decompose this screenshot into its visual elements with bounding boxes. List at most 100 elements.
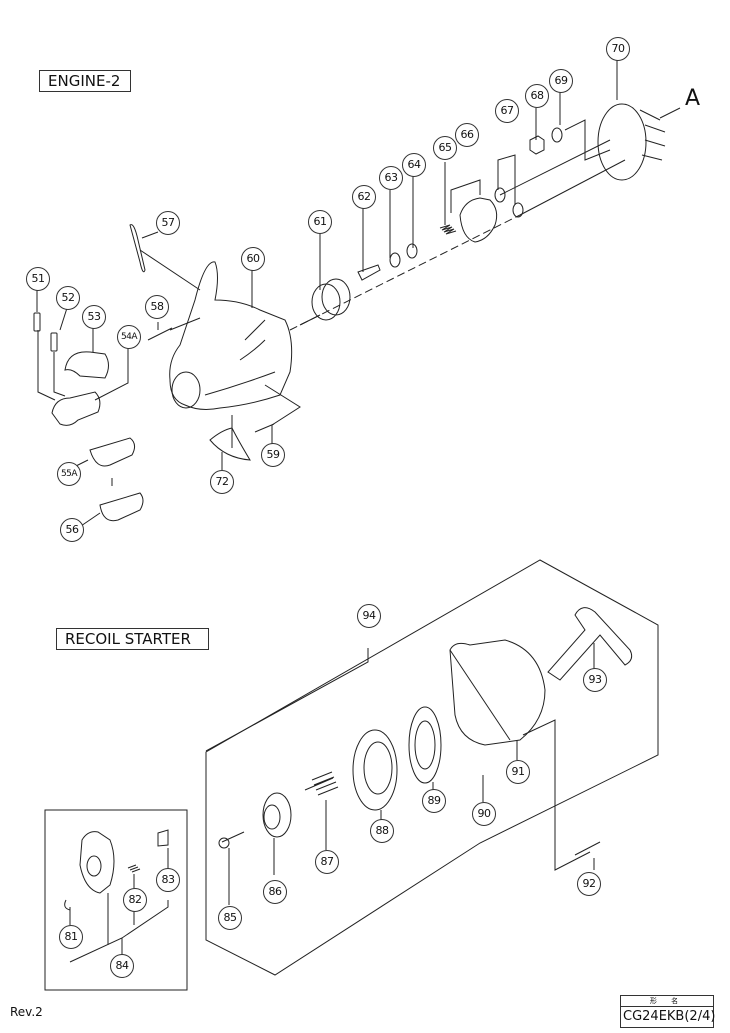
part-60-rib <box>205 372 275 395</box>
leader-57b <box>140 250 200 290</box>
callout-55a[interactable]: 55A <box>57 462 81 486</box>
part-70-flywheel <box>598 104 646 180</box>
part-53-sleeve <box>65 352 109 378</box>
part-62-bolt <box>358 265 380 280</box>
leader-67 <box>498 155 515 205</box>
callout-56[interactable]: 56 <box>60 518 84 542</box>
part-85-screw <box>222 832 244 842</box>
part-52-bolt <box>51 333 57 351</box>
part-60-rib2 <box>240 340 265 360</box>
part-57-gasket <box>130 225 145 272</box>
part-60-fan-housing <box>170 262 292 410</box>
part-starter-housing <box>450 640 545 745</box>
callout-52[interactable]: 52 <box>56 286 80 310</box>
leader-57 <box>142 232 158 238</box>
callout-91[interactable]: 91 <box>506 760 530 784</box>
part-69-washer <box>552 128 562 142</box>
callout-63[interactable]: 63 <box>379 166 403 190</box>
part-67-washer-b <box>513 203 523 217</box>
leader-a <box>660 108 680 118</box>
callout-64[interactable]: 64 <box>402 153 426 177</box>
callout-81[interactable]: 81 <box>59 925 83 949</box>
callout-84[interactable]: 84 <box>110 954 134 978</box>
part-68-nut <box>530 136 544 154</box>
revision-label: Rev.2 <box>10 1005 43 1019</box>
callout-90[interactable]: 90 <box>472 802 496 826</box>
callout-60[interactable]: 60 <box>241 247 265 271</box>
leader-94 <box>206 648 368 751</box>
callout-69[interactable]: 69 <box>549 69 573 93</box>
leader-51b <box>38 330 55 400</box>
part-65-spring <box>440 225 456 234</box>
callout-92[interactable]: 92 <box>577 872 601 896</box>
part-66-clutch-shoe <box>460 198 497 242</box>
callout-82[interactable]: 82 <box>123 888 147 912</box>
leader-52 <box>60 308 67 330</box>
part-89-spring <box>409 707 441 783</box>
section-title-engine: ENGINE-2 <box>39 70 131 92</box>
engine-axis <box>290 215 520 330</box>
callout-51[interactable]: 51 <box>26 267 50 291</box>
part-87-spring <box>305 772 338 795</box>
part-56 <box>100 493 143 521</box>
leader-59 <box>265 385 300 445</box>
part-60-rib3 <box>245 320 265 340</box>
callout-58[interactable]: 58 <box>145 295 169 319</box>
callout-83[interactable]: 83 <box>156 868 180 892</box>
part-84-pawl-holder <box>80 832 114 893</box>
part-55a <box>90 438 135 466</box>
leader-58b <box>170 318 200 330</box>
leader-69b <box>565 120 610 160</box>
callout-87[interactable]: 87 <box>315 850 339 874</box>
part-59-screw <box>255 424 274 432</box>
part-82-spring <box>128 865 140 872</box>
callout-67[interactable]: 67 <box>495 99 519 123</box>
assembly-94-outline <box>206 560 658 975</box>
callout-70[interactable]: 70 <box>606 37 630 61</box>
part-92-bolt <box>575 842 600 855</box>
callout-62[interactable]: 62 <box>352 185 376 209</box>
part-81-clip <box>65 900 70 910</box>
part-88-reel-inner <box>364 742 392 794</box>
callout-53[interactable]: 53 <box>82 305 106 329</box>
leader-66 <box>451 180 480 213</box>
part-93-handle <box>548 608 632 680</box>
callout-59[interactable]: 59 <box>261 443 285 467</box>
callout-94[interactable]: 94 <box>357 604 381 628</box>
part-86-ratchet-hub <box>264 805 280 829</box>
callout-93[interactable]: 93 <box>583 668 607 692</box>
axis-upper <box>500 140 610 195</box>
callout-54a[interactable]: 54A <box>117 325 141 349</box>
model-number: CG24EKB(2/4) <box>623 1009 716 1024</box>
part-51-bolt <box>34 313 40 331</box>
title-block-header: 形 名 <box>621 996 713 1007</box>
part-83 <box>158 830 168 846</box>
reference-marker-a: A <box>685 86 701 111</box>
leader-52b <box>54 352 65 396</box>
part-89-spring-inner <box>415 721 435 769</box>
leader-84-bracket <box>70 900 168 962</box>
part-63-washer <box>390 253 400 267</box>
callout-68[interactable]: 68 <box>525 84 549 108</box>
callout-89[interactable]: 89 <box>422 789 446 813</box>
callout-65[interactable]: 65 <box>433 136 457 160</box>
title-block: 形 名 CG24EKB(2/4) <box>620 995 716 1028</box>
callout-88[interactable]: 88 <box>370 819 394 843</box>
leader-54a <box>95 347 128 400</box>
part-54a-clamp <box>52 392 100 425</box>
callout-66[interactable]: 66 <box>455 123 479 147</box>
callout-57[interactable]: 57 <box>156 211 180 235</box>
leader-92 <box>523 720 590 870</box>
callout-72[interactable]: 72 <box>210 470 234 494</box>
part-61-shaft <box>300 315 320 325</box>
housing-edge <box>450 650 510 740</box>
part-60-opening <box>172 372 200 408</box>
section-title-recoil: RECOIL STARTER <box>56 628 209 650</box>
callout-61[interactable]: 61 <box>308 210 332 234</box>
callout-85[interactable]: 85 <box>218 906 242 930</box>
part-61-drum-back <box>322 279 350 315</box>
axis-lower <box>520 160 625 215</box>
part-88-reel <box>353 730 397 810</box>
callout-86[interactable]: 86 <box>263 880 287 904</box>
